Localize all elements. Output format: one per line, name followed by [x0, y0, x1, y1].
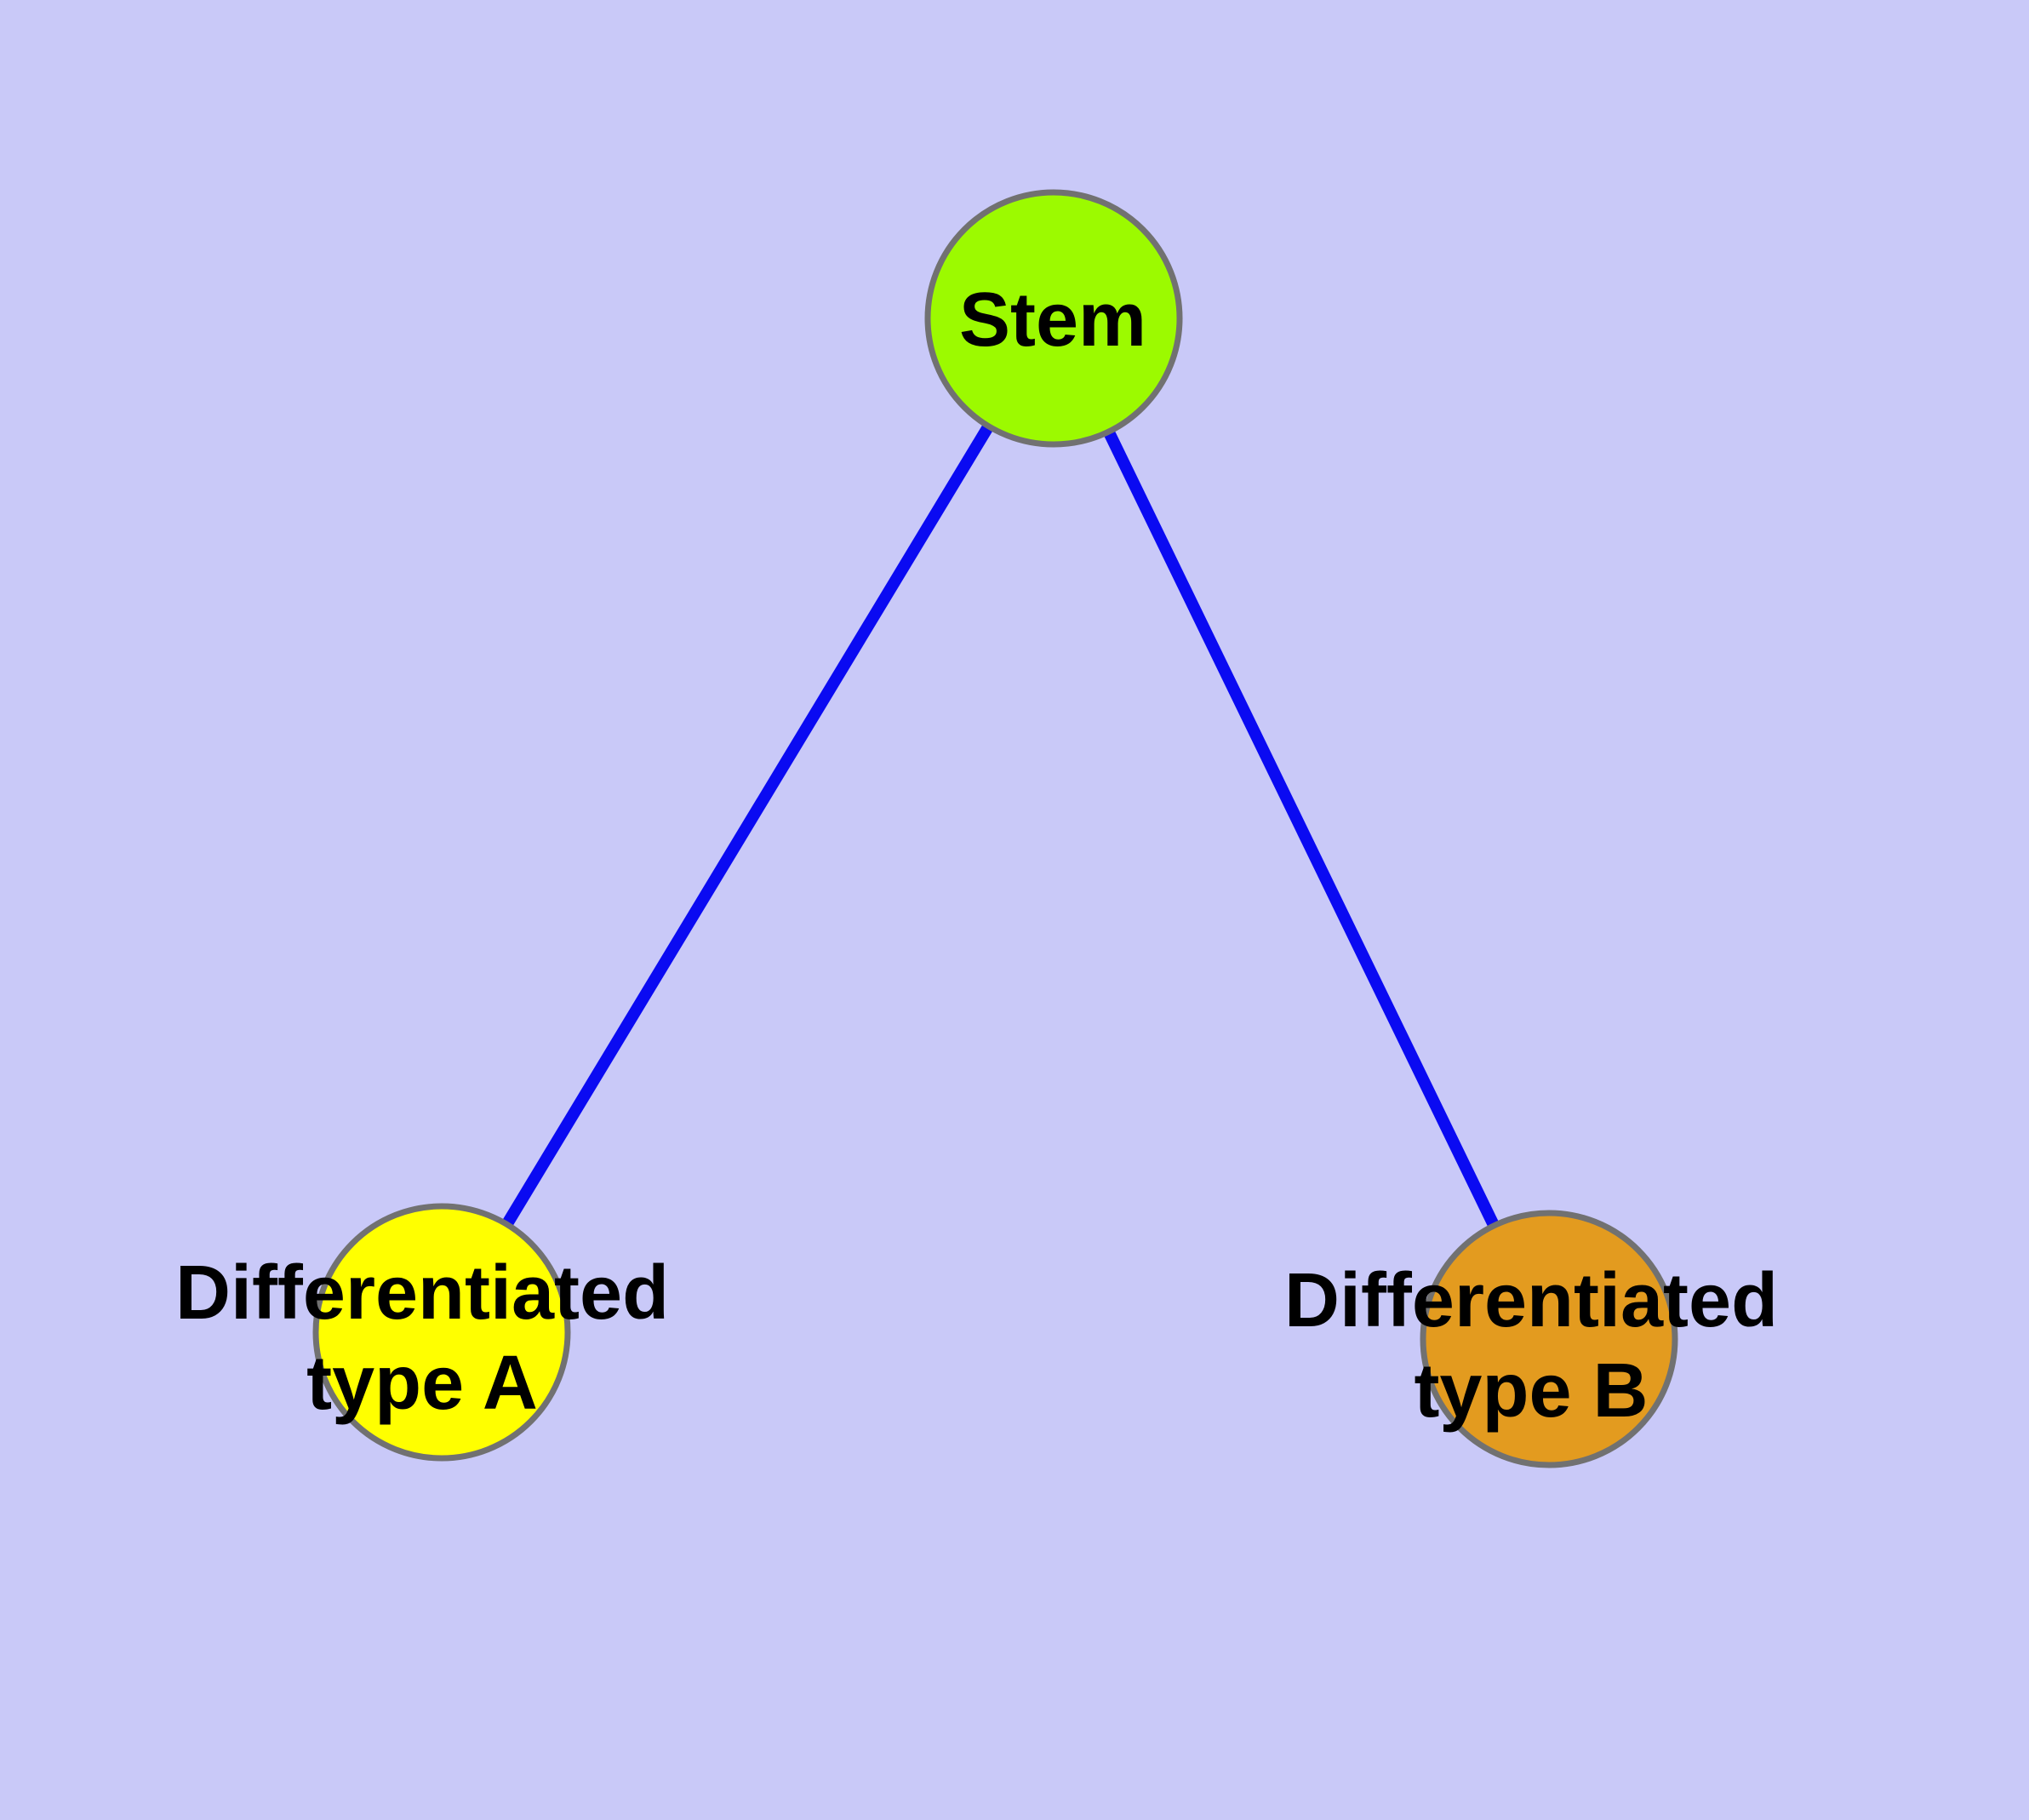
- node-label-type-b-line-1: Differentiated: [1283, 1258, 1779, 1343]
- node-label-type-a-line-1: Differentiated: [174, 1251, 670, 1336]
- node-label-type-b-line-2: type B: [1414, 1348, 1649, 1434]
- node-label-stem-line-1: Stem: [958, 278, 1147, 363]
- edge-stem-to-type-a: [437, 315, 1059, 1336]
- node-label-differentiated-type-b: Differentiated type B: [1284, 1256, 1778, 1436]
- node-stem: [924, 189, 1183, 448]
- node-label-differentiated-type-a: Differentiated type A: [175, 1248, 669, 1428]
- node-label-stem: Stem: [959, 275, 1146, 365]
- node-differentiated-type-b: [1420, 1210, 1678, 1468]
- edge-stem-to-type-b: [1048, 315, 1555, 1342]
- node-differentiated-type-a: [312, 1203, 571, 1462]
- node-label-type-a-line-2: type A: [306, 1341, 538, 1426]
